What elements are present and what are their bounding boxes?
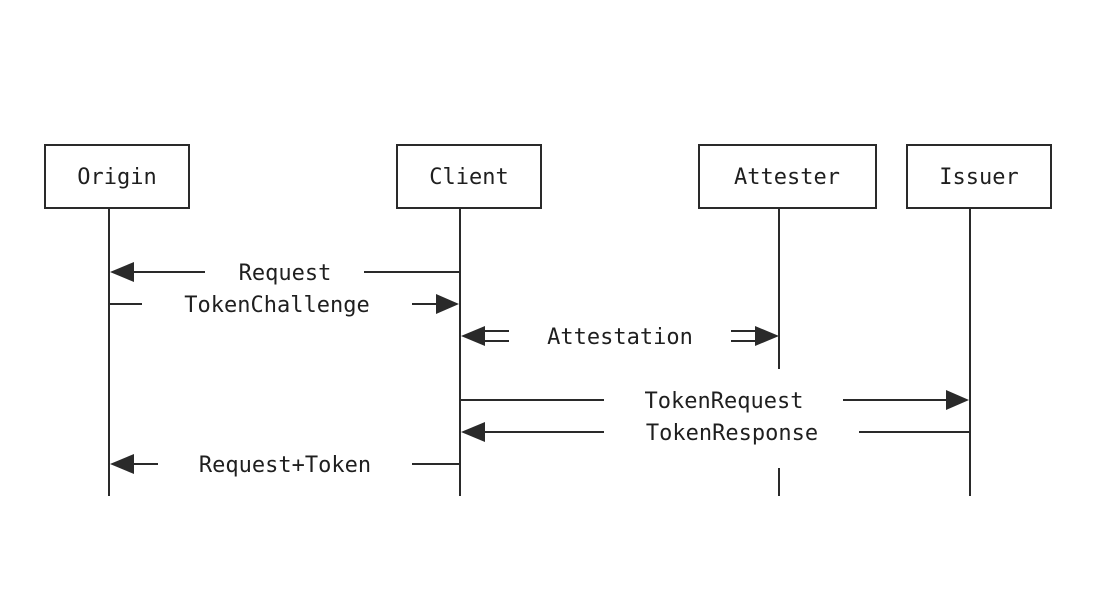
message-request-token: Request+Token	[110, 453, 460, 478]
double-arrowhead-right-icon	[755, 326, 779, 346]
arrowhead-right-icon	[436, 294, 459, 314]
message-attestation: Attestation	[461, 325, 779, 350]
message-token-response: TokenResponse	[461, 421, 970, 446]
message-token-challenge-label: TokenChallenge	[184, 293, 369, 318]
participant-issuer: Issuer	[906, 144, 1052, 209]
participant-origin-label: Origin	[77, 165, 156, 190]
double-arrowhead-left-icon	[461, 326, 485, 346]
arrowhead-left-icon	[110, 262, 134, 282]
participant-client: Client	[396, 144, 542, 209]
message-token-challenge: TokenChallenge	[109, 293, 459, 318]
participant-issuer-label: Issuer	[939, 165, 1018, 190]
message-token-request-label: TokenRequest	[645, 389, 804, 414]
message-request-label: Request	[239, 261, 332, 286]
message-token-response-label: TokenResponse	[646, 421, 818, 446]
participant-client-label: Client	[429, 165, 508, 190]
participant-origin: Origin	[44, 144, 190, 209]
arrowhead-right-icon	[946, 390, 969, 410]
message-attestation-label: Attestation	[547, 325, 693, 350]
participant-attester-label: Attester	[734, 165, 840, 190]
message-request: Request	[110, 261, 460, 286]
message-request-token-label: Request+Token	[199, 453, 371, 478]
arrowhead-left-icon	[110, 454, 134, 474]
arrowhead-left-icon	[461, 422, 485, 442]
participant-attester: Attester	[698, 144, 877, 209]
message-token-request: TokenRequest	[460, 389, 969, 414]
